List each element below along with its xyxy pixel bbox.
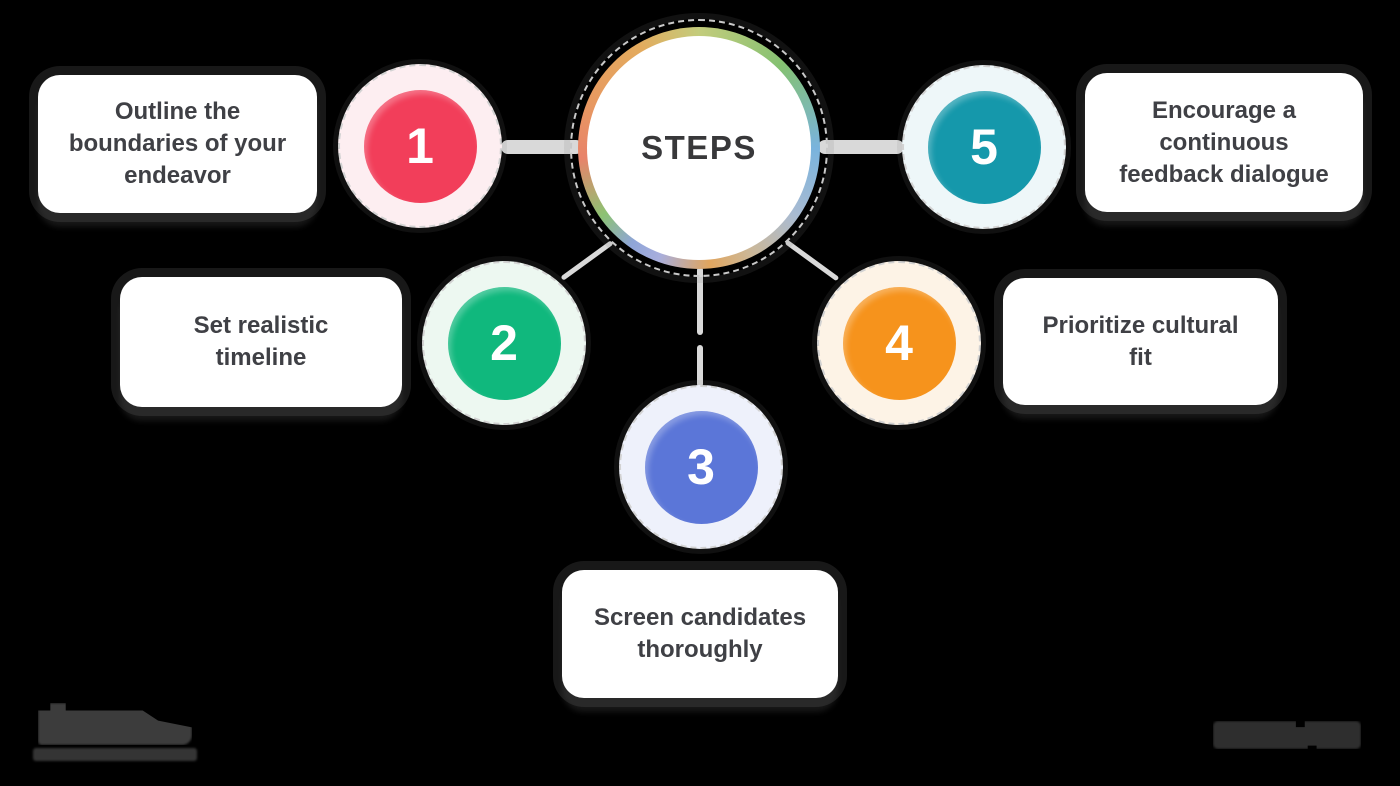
- step-number-5: 5: [970, 119, 998, 175]
- step-number-4: 4: [885, 315, 913, 371]
- step-circle-1: 1: [363, 89, 477, 203]
- bottom-right-logo-icon: [1213, 721, 1361, 749]
- hub-circle: STEPS: [578, 27, 820, 269]
- step-number-1: 1: [406, 118, 434, 174]
- step-circle-3: 3: [644, 410, 758, 524]
- connector-hub-to-step-3-lower: [697, 345, 703, 387]
- step-card-2: Set realistic timeline: [120, 277, 402, 407]
- step-badge-5: 5: [902, 65, 1066, 229]
- bottom-left-logo-icon: [38, 703, 192, 745]
- step-label-2: Set realistic timeline: [193, 312, 329, 371]
- step-number-2: 2: [490, 315, 518, 371]
- bottom-left-logo-underline: [33, 748, 197, 761]
- hub-title: STEPS: [641, 129, 757, 166]
- step-number-3: 3: [687, 439, 715, 495]
- step-label-1: Outline the boundaries of your endeavor: [68, 98, 287, 189]
- step-label-5: Encourage a continuous feedback dialogue: [1119, 96, 1329, 188]
- connector-hub-to-step-2: [560, 240, 614, 281]
- hub-dashed-ring: [570, 19, 828, 277]
- connector-hub-to-step-3-upper: [697, 267, 703, 335]
- step-circle-5: 5: [927, 90, 1041, 204]
- step-circle-4: 4: [842, 286, 956, 400]
- connector-hub-to-step-1: [501, 140, 583, 154]
- step-card-4: Prioritize cultural fit: [1003, 278, 1278, 405]
- step-badge-3: 3: [619, 385, 783, 549]
- connector-hub-to-step-4: [784, 239, 840, 282]
- step-badge-4: 4: [817, 261, 981, 425]
- connector-hub-to-step-5: [818, 140, 904, 154]
- step-label-4: Prioritize cultural fit: [1042, 311, 1239, 371]
- step-circle-2: 2: [447, 286, 561, 400]
- step-card-1: Outline the boundaries of your endeavor: [38, 75, 317, 213]
- step-label-3: Screen candidates thoroughly: [593, 604, 807, 663]
- step-card-5: Encourage a continuous feedback dialogue: [1085, 73, 1363, 212]
- step-badge-1: 1: [338, 64, 502, 228]
- step-badge-2: 2: [422, 261, 586, 425]
- step-card-3: Screen candidates thoroughly: [562, 570, 838, 698]
